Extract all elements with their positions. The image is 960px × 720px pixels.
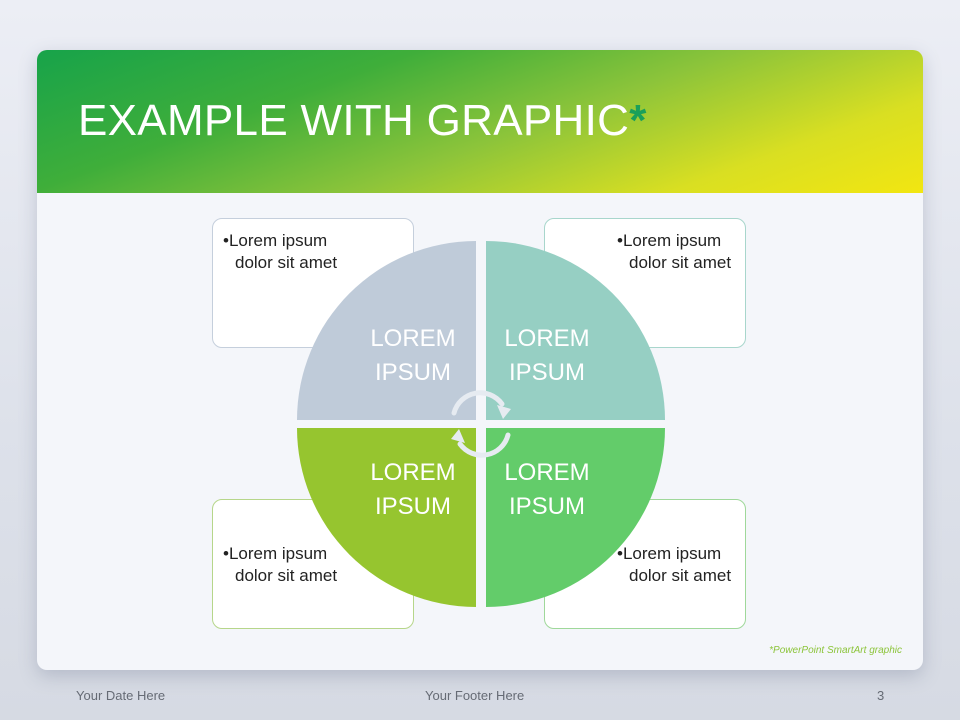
cycle-arrows-icon	[451, 390, 511, 458]
bullet-text: •Lorem ipsum dolor sit amet	[617, 231, 732, 272]
bullet-text: •Lorem ipsum dolor sit amet	[223, 544, 338, 585]
quadrant-label-top-left: LOREM IPSUM	[353, 322, 473, 390]
quadrant-top-left	[297, 241, 476, 420]
quadrant-label-line: IPSUM	[508, 493, 585, 520]
quadrant-bottom-right	[486, 428, 665, 607]
quadrant-label-line: LOREM	[504, 459, 590, 486]
quadrant-label-line: LOREM	[370, 459, 456, 486]
quadrant-bottom-left	[297, 428, 476, 607]
quadrant-label-bottom-left: LOREM IPSUM	[353, 456, 473, 524]
footer-date: Your Date Here	[76, 688, 166, 703]
quadrant-label-line: LOREM	[370, 325, 456, 352]
quadrant-label-line: IPSUM	[374, 493, 451, 520]
slide: EXAMPLE WITH GRAPHIC* •Lorem ipsum dolor…	[37, 50, 923, 670]
slide-title-text: EXAMPLE WITH GRAPHIC	[78, 96, 630, 145]
title-asterisk: *	[629, 96, 647, 145]
cycle-matrix-graphic	[297, 241, 665, 607]
quadrant-label-line: IPSUM	[374, 359, 451, 386]
bullet-text: •Lorem ipsum dolor sit amet	[223, 231, 338, 272]
footer-text: Your Footer Here	[425, 688, 525, 703]
smartart-note: *PowerPoint SmartArt graphic	[769, 645, 902, 656]
quadrant-label-line: LOREM	[504, 325, 590, 352]
page-number: 3	[877, 688, 885, 703]
quadrant-label-top-right: LOREM IPSUM	[487, 322, 607, 390]
quadrant-label-bottom-right: LOREM IPSUM	[487, 456, 607, 524]
quadrant-top-right	[486, 241, 665, 420]
title-banner: EXAMPLE WITH GRAPHIC*	[37, 50, 923, 193]
slide-title: EXAMPLE WITH GRAPHIC*	[78, 96, 647, 146]
bullet-text: •Lorem ipsum dolor sit amet	[617, 544, 732, 585]
quadrant-label-line: IPSUM	[508, 359, 585, 386]
